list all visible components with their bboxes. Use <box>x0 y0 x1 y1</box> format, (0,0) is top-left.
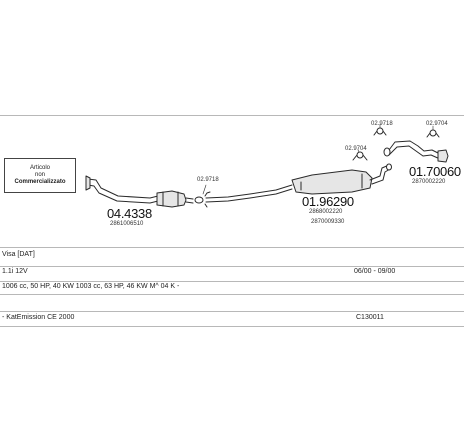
table-rule-5 <box>0 311 464 312</box>
part-number-mount-rear[interactable]: 02.9704 <box>426 121 448 127</box>
part-code-middle-silencer: 2868002220 <box>309 209 343 215</box>
leader-lines <box>202 123 434 195</box>
not-marketed-note: Articolo non Commercializzato <box>4 158 76 193</box>
rear-silencer <box>383 147 449 163</box>
part-code-middle-silencer-2: 2870009330 <box>311 219 345 225</box>
rear-pipe <box>388 140 441 160</box>
part-number-clamp-front[interactable]: 02.9718 <box>197 177 219 183</box>
table-rule-4 <box>0 294 464 295</box>
part-code-front-pipe: 2861006510 <box>110 221 144 227</box>
note-line-3: Commercializzato <box>14 179 66 185</box>
top-rule <box>0 115 464 116</box>
vehicle-engine: 1.1i 12V <box>2 268 28 275</box>
part-number-clamp-rear[interactable]: 02.9718 <box>371 121 393 127</box>
rubber-mount-middle <box>352 151 368 161</box>
clamp-rear <box>373 127 387 136</box>
table-rule-1 <box>0 247 464 248</box>
table-rule-6 <box>0 326 464 327</box>
part-number-rear-silencer[interactable]: 01.70060 <box>409 164 461 179</box>
middle-silencer <box>291 163 392 195</box>
part-code-rear-silencer: 2870002220 <box>412 179 446 185</box>
table-rule-3 <box>0 281 464 282</box>
vehicle-model: Visa [DAT] <box>2 251 35 258</box>
front-pipe <box>85 175 159 204</box>
note-line-2: non <box>34 172 45 178</box>
part-number-middle-silencer[interactable]: 01.96290 <box>302 194 354 209</box>
part-number-front-pipe[interactable]: 04.4338 <box>107 206 152 221</box>
vehicle-specs: 1006 cc, 50 HP, 40 KW 1003 cc, 63 HP, 46… <box>2 283 180 290</box>
catalytic-converter <box>156 190 194 208</box>
part-number-mount-middle[interactable]: 02.9704 <box>345 146 367 152</box>
table-rule-2 <box>0 266 464 267</box>
catalog-reference: C130011 <box>356 314 384 321</box>
clamp-front <box>194 191 211 208</box>
intermediate-pipe <box>205 184 293 203</box>
vehicle-emission: - KatEmission CE 2000 <box>2 314 75 321</box>
vehicle-years: 06/00 - 09/00 <box>354 268 396 275</box>
note-line-1: Articolo <box>29 165 50 171</box>
rubber-mount-rear <box>426 129 440 138</box>
